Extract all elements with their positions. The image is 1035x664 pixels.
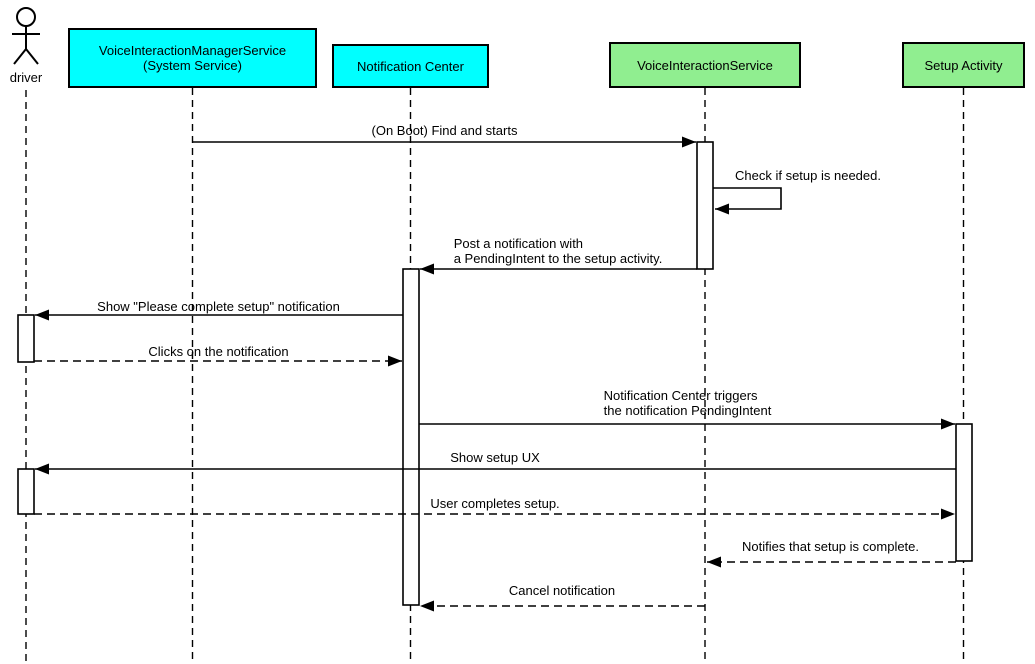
activation-bar-notification-center xyxy=(402,268,420,606)
participant-voice-interaction-manager-service: VoiceInteractionManagerService (System S… xyxy=(68,28,317,88)
message-label-clicks-on-notification: Clicks on the notification xyxy=(148,344,289,359)
actor-label: driver xyxy=(9,70,43,85)
participant-label: VoiceInteractionService xyxy=(637,57,773,73)
activation-bar-setup-activity xyxy=(955,423,973,562)
participant-label: Setup Activity xyxy=(924,57,1003,73)
participant-label: VoiceInteractionManagerService (System S… xyxy=(98,43,287,73)
participant-setup-activity: Setup Activity xyxy=(902,42,1025,88)
participant-voice-interaction-service: VoiceInteractionService xyxy=(609,42,801,88)
participant-label: Notification Center xyxy=(357,58,464,74)
activation-bar-driver-2 xyxy=(17,468,35,515)
message-label-triggers-pendingintent: Notification Center triggers the notific… xyxy=(603,388,772,418)
message-label-on-boot-find-and-starts: (On Boot) Find and starts xyxy=(371,123,518,138)
message-label-notifies-setup-complete: Notifies that setup is complete. xyxy=(741,539,920,554)
message-label-user-completes-setup: User completes setup. xyxy=(430,496,560,511)
actor-icon xyxy=(12,7,40,65)
message-arrow-check-if-setup-needed xyxy=(713,187,782,215)
activation-bar-voice-interaction-service xyxy=(696,141,714,270)
message-label-check-if-setup-needed: Check if setup is needed. xyxy=(735,168,881,183)
activation-bar-driver-1 xyxy=(17,314,35,363)
message-label-show-complete-setup-notification: Show "Please complete setup" notificatio… xyxy=(97,299,340,314)
message-label-cancel-notification: Cancel notification xyxy=(508,583,616,598)
participant-notification-center: Notification Center xyxy=(332,44,489,88)
message-label-show-setup-ux: Show setup UX xyxy=(450,450,540,465)
message-label-post-notification: Post a notification with a PendingIntent… xyxy=(453,236,663,266)
